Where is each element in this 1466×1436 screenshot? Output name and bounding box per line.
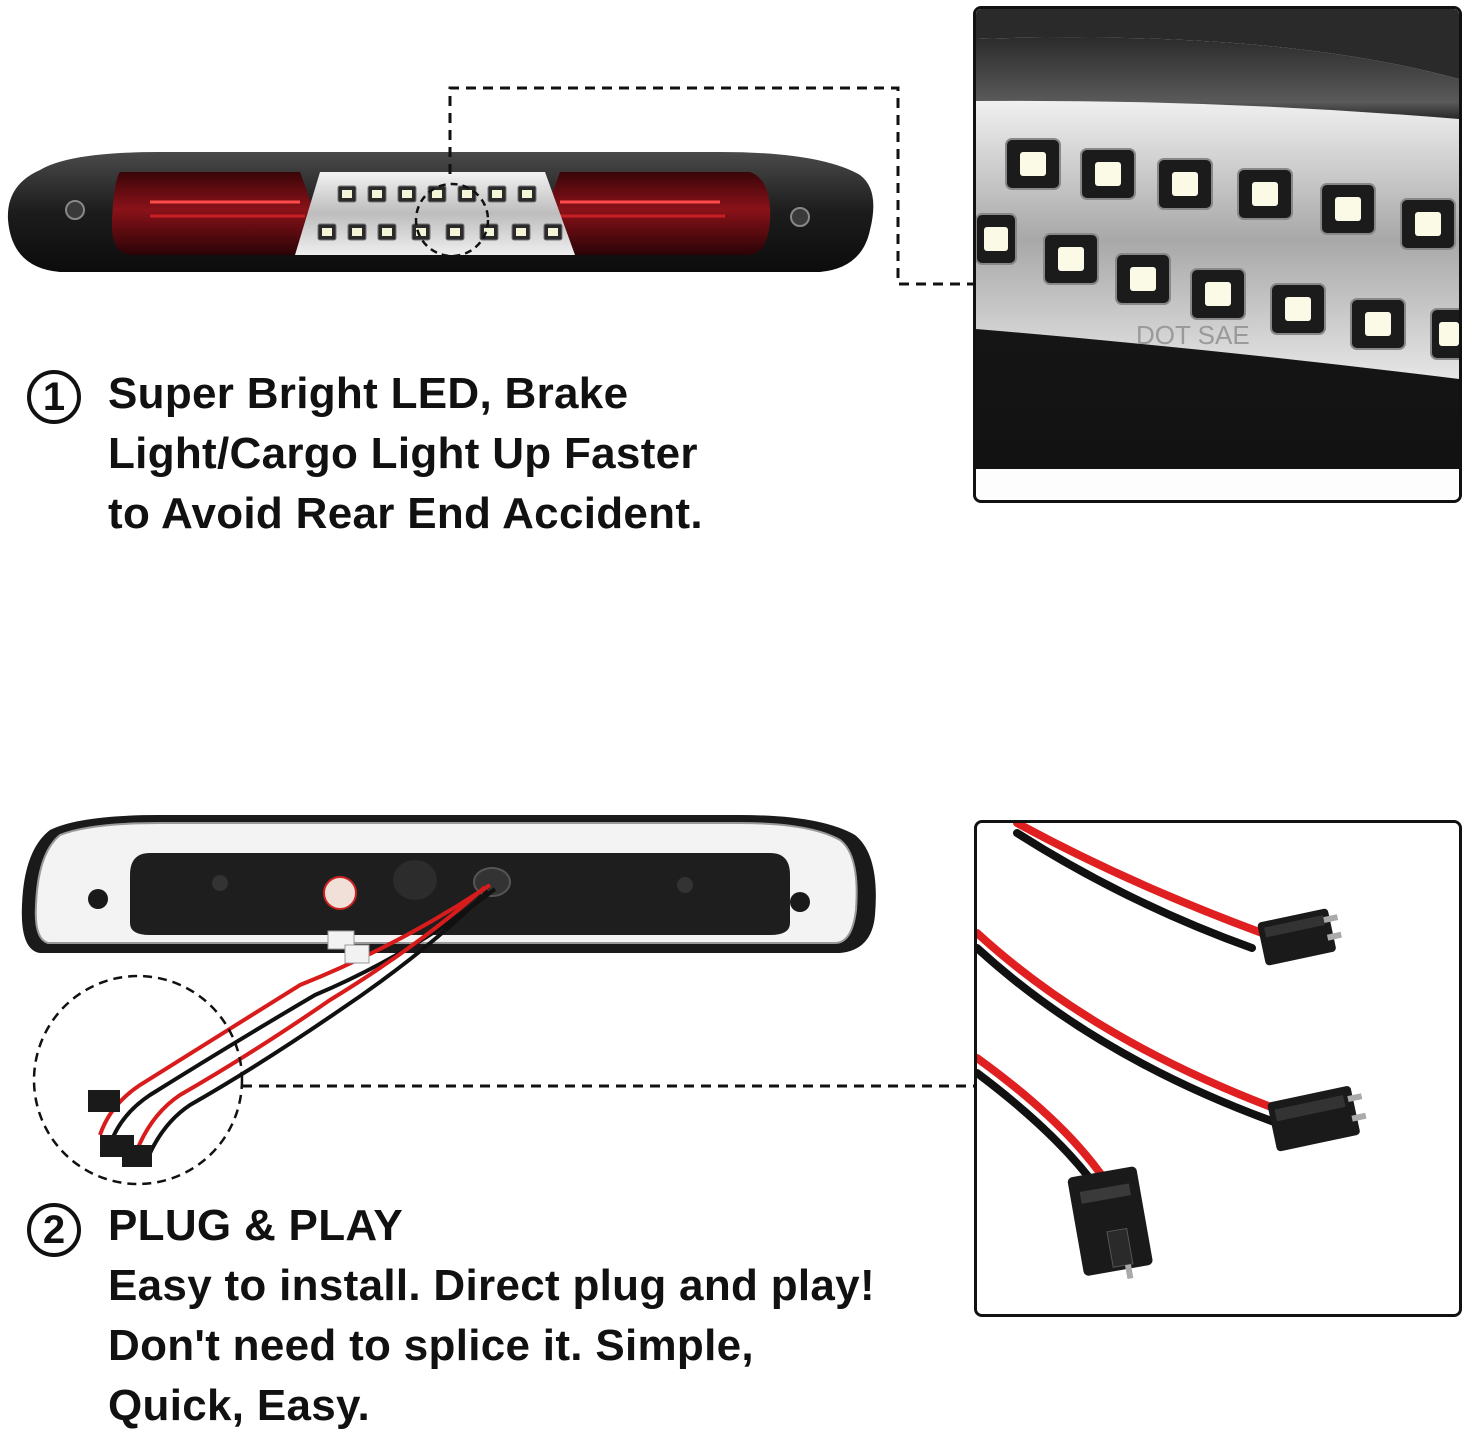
feature-2-line-2: Easy to install. Direct plug and play! [108,1261,875,1310]
feature-1-line-3: to Avoid Rear End Accident. [108,489,703,538]
feature-2-line-4: Quick, Easy. [108,1381,371,1430]
brake-light-back-image [0,805,900,1195]
feature-2-line-3: Don't need to splice it. Simple, [108,1321,754,1370]
feature-1-text: Super Bright LED, Brake Light/Cargo Ligh… [108,364,968,544]
feature-2-title: PLUG & PLAY [108,1201,404,1250]
dot-sae-stamp: DOT SAE [1136,320,1250,350]
connector-closeup-image [974,820,1462,1317]
feature-2-text: PLUG & PLAY Easy to install. Direct plug… [108,1196,968,1436]
brake-light-front-image [0,140,890,290]
led-closeup-image: DOT SAE [973,6,1462,503]
bottom-dashed-connector [242,1084,976,1088]
feature-1-number: 1 [27,370,81,424]
feature-2-number: 2 [27,1203,81,1257]
feature-1-line-1: Super Bright LED, Brake [108,369,629,418]
feature-1-line-2: Light/Cargo Light Up Faster [108,429,698,478]
top-dashed-connector [448,86,974,286]
